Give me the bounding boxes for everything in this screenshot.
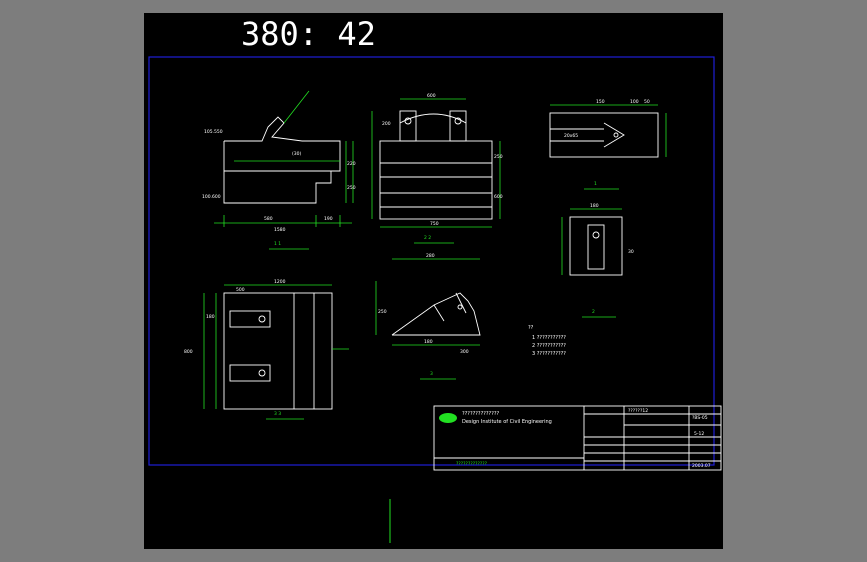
detail1-title: 1 — [594, 181, 597, 187]
drawing-frame — [148, 56, 715, 466]
title-block-bottom-note: ????????????? — [456, 461, 488, 467]
svg-text:220: 220 — [347, 161, 356, 167]
org-logo — [439, 413, 457, 423]
cad-drawing[interactable]: 380: 42 105.550 100.600 (30) 580 190 158… — [144, 13, 723, 549]
svg-text:30: 30 — [628, 249, 634, 255]
detail-1: 150 100 50 20x65 1 — [549, 99, 667, 190]
detail2-title: 2 — [592, 309, 595, 315]
svg-text:1 ???????????: 1 ??????????? — [532, 335, 566, 341]
svg-text:250: 250 — [494, 154, 503, 160]
svg-text:250: 250 — [347, 185, 356, 191]
svg-text:180: 180 — [590, 203, 599, 209]
svg-text:250: 250 — [378, 309, 387, 315]
detail-2: 180 30 2 — [561, 203, 634, 318]
elev-bottom: 100.600 — [202, 194, 221, 200]
view-3-3: 1200 500 800 180 3 3 — [184, 279, 349, 420]
sheet-number: 5-12 — [694, 431, 704, 437]
svg-text:580: 580 — [264, 216, 273, 222]
svg-text:600: 600 — [427, 93, 436, 99]
elev-top: 105.550 — [204, 129, 223, 135]
svg-text:180: 180 — [206, 314, 215, 320]
svg-text:20x65: 20x65 — [564, 133, 578, 139]
view-2-2: 600 200 750 250 600 2 2 — [371, 93, 503, 244]
view3-title: 3 3 — [274, 411, 281, 417]
svg-text:300: 300 — [460, 349, 469, 355]
svg-text:500: 500 — [236, 287, 245, 293]
org-name-en: Design Institute of Civil Engineering — [462, 419, 552, 425]
svg-text:1200: 1200 — [274, 279, 286, 285]
drawing-number: ??????12 — [628, 408, 648, 414]
svg-text:150: 150 — [596, 99, 605, 105]
svg-text:280: 280 — [426, 253, 435, 259]
svg-text:??: ?? — [528, 325, 534, 331]
svg-text:1580: 1580 — [274, 227, 286, 233]
svg-text:180: 180 — [424, 339, 433, 345]
svg-text:750: 750 — [430, 221, 439, 227]
cad-viewport[interactable]: 380: 42 105.550 100.600 (30) 580 190 158… — [144, 13, 723, 549]
notes: ?? 1 ??????????? 2 ??????????? 3 ???????… — [528, 325, 566, 357]
svg-text:100: 100 — [630, 99, 639, 105]
svg-text:200: 200 — [382, 121, 391, 127]
drawing-date: 2003.07 — [692, 463, 711, 469]
svg-text:3 ???????????: 3 ??????????? — [532, 351, 566, 357]
svg-text:800: 800 — [184, 349, 193, 355]
title-block-code: ?BS-05 — [692, 415, 708, 421]
view1-title: 1 1 — [274, 241, 281, 247]
org-name: ?????????????? — [462, 411, 499, 417]
svg-text:190: 190 — [324, 216, 333, 222]
view-1-1: 105.550 100.600 (30) 580 190 1580 220 25… — [202, 90, 356, 250]
view2-title: 2 2 — [424, 235, 431, 241]
svg-text:600: 600 — [494, 194, 503, 200]
svg-text:2 ???????????: 2 ??????????? — [532, 343, 566, 349]
scale-readout: 380: 42 — [241, 15, 376, 53]
svg-text:50: 50 — [644, 99, 650, 105]
detail3-title: 3 — [430, 371, 433, 377]
title-block: ?????????????? Design Institute of Civil… — [433, 405, 722, 471]
view1-mid-label: (30) — [292, 151, 301, 157]
detail-3: 280 180 250 300 3 — [375, 253, 481, 380]
